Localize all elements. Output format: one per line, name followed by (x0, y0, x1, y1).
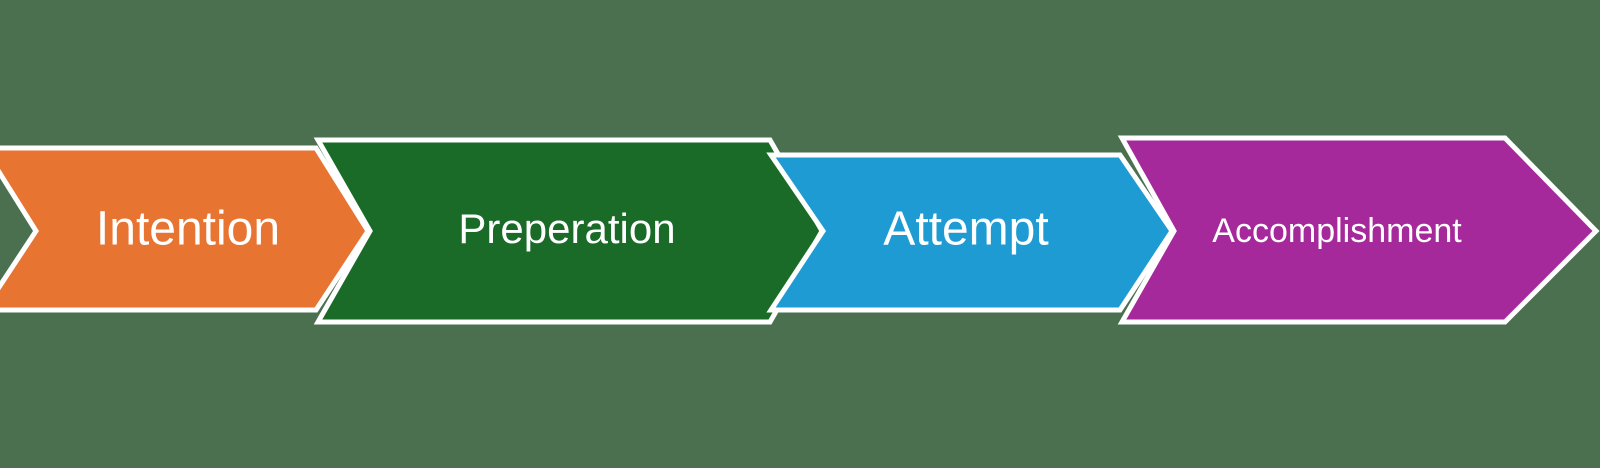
chevron-shape-preperation[interactable] (313, 137, 825, 325)
process-step-1[interactable]: Intention (0, 145, 371, 313)
chevron-shape-attempt[interactable] (766, 152, 1176, 313)
process-step-3[interactable]: Attempt (766, 152, 1176, 313)
chevron-shape-intention[interactable] (0, 145, 371, 313)
process-step-label-2: Preperation (458, 205, 675, 252)
process-step-4[interactable]: Accomplishment (1117, 135, 1600, 325)
chevron-shape-accomplishment[interactable] (1117, 135, 1600, 325)
process-step-label-1: Intention (96, 203, 280, 256)
process-step-label-4: Accomplishment (1212, 212, 1462, 250)
process-step-2[interactable]: Preperation (313, 137, 825, 325)
process-step-label-3: Attempt (883, 203, 1048, 256)
